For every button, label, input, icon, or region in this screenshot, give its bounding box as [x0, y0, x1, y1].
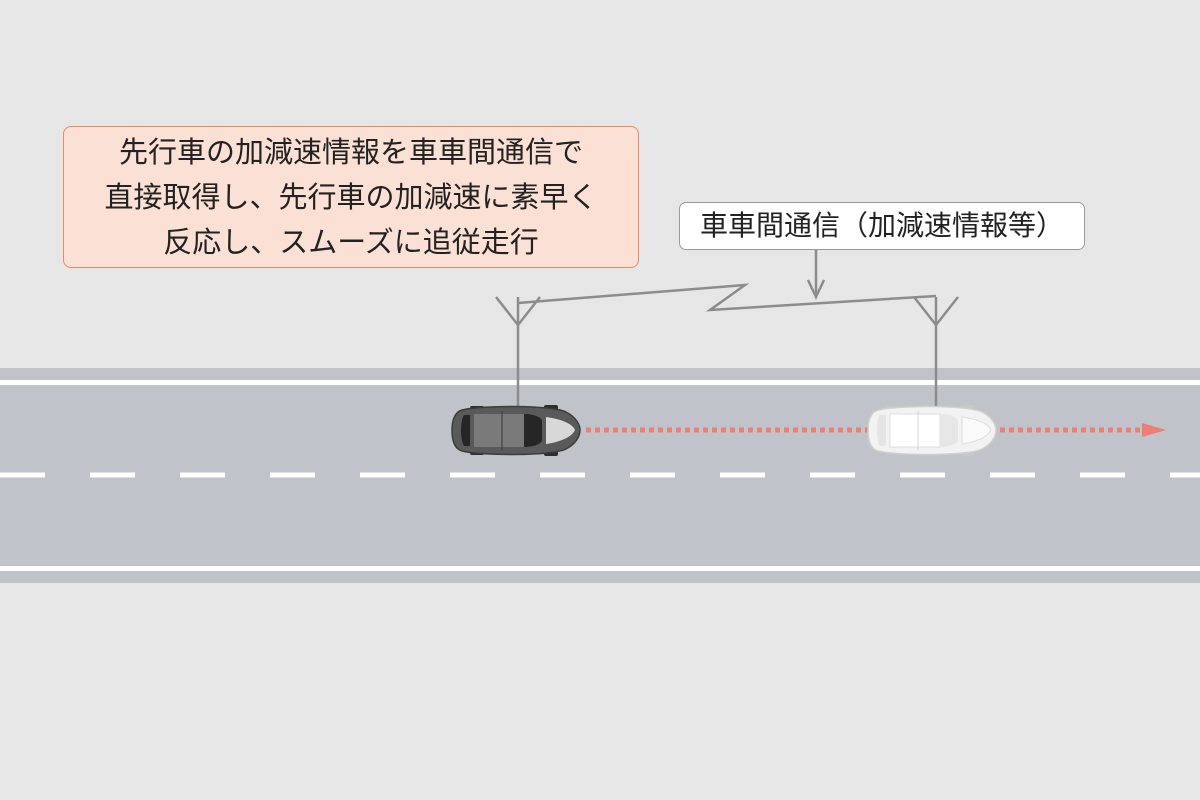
signal-zigzag-line [517, 283, 937, 312]
antenna-icon [913, 296, 959, 408]
communication-signal [517, 250, 937, 312]
callout-line-1: 先行車の加減速情報を車車間通信で [118, 135, 583, 169]
motion-arrow [586, 423, 1166, 437]
callout-line-2: 直接取得し、先行車の加減速に素早く [104, 180, 598, 214]
motion-arrow-head [1142, 423, 1166, 437]
antenna-icon [495, 296, 541, 408]
road-edge-line-bottom [0, 566, 1200, 571]
label-pointer-arrowhead [806, 279, 826, 300]
communication-label: 車車間通信（加減速情報等） [679, 202, 1085, 250]
car-white-icon [867, 405, 997, 456]
callout-line-3: 反応し、スムーズに追従走行 [163, 225, 539, 259]
car-dark-icon [451, 405, 581, 456]
description-callout: 先行車の加減速情報を車車間通信で 直接取得し、先行車の加減速に素早く 反応し、ス… [63, 126, 639, 268]
road [0, 368, 1200, 583]
road-edge-line-top [0, 380, 1200, 385]
